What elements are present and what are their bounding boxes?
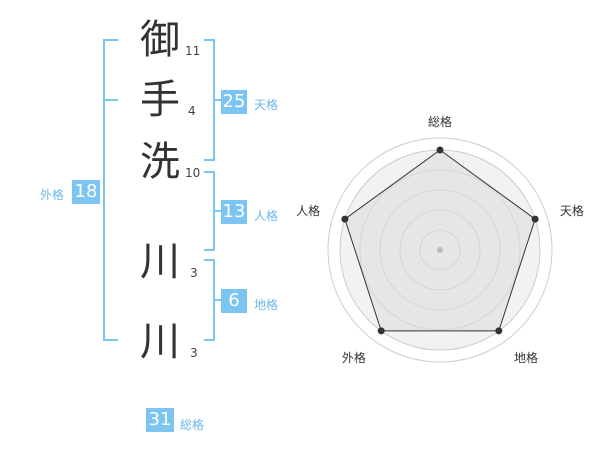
radar-axis-label: 天格: [560, 203, 584, 218]
stroke-count-3: 10: [185, 166, 201, 180]
radar-grid-ring: [327, 137, 553, 363]
radar-point: [341, 215, 349, 223]
stroke-count-5: 3: [190, 346, 198, 360]
name-char-2: 手: [140, 77, 180, 123]
chikaku-value: 6: [221, 289, 247, 313]
gaikaku-label: 外格: [40, 188, 65, 202]
tenkaku-label: 天格: [254, 98, 279, 112]
name-char-1: 御: [140, 17, 180, 63]
radar-center-dot: [437, 247, 443, 253]
tenkaku-value: 25: [221, 90, 247, 114]
name-char-4: 川: [140, 239, 180, 285]
gaikaku-value: 18: [72, 180, 100, 204]
stroke-count-2: 4: [188, 104, 196, 118]
radar-axis-label: 外格: [342, 350, 366, 365]
stroke-count-4: 3: [190, 266, 198, 280]
radar-series-polygon: [344, 149, 536, 332]
jinkaku-label: 人格: [254, 209, 279, 223]
radar-axis-label: 人格: [296, 203, 320, 218]
radar-point: [531, 215, 539, 223]
radar-point: [377, 327, 385, 335]
radar-axis-label: 総格: [428, 114, 452, 129]
name-char-3: 洗: [140, 139, 180, 185]
soukaku-label: 総格: [180, 418, 205, 432]
jinkaku-value: 13: [221, 200, 247, 224]
radar-point: [436, 146, 444, 154]
name-char-5: 川: [140, 319, 180, 365]
stroke-count-1: 11: [185, 44, 201, 58]
radar-axis-label: 地格: [514, 350, 538, 365]
chikaku-label: 地格: [254, 298, 279, 312]
soukaku-value: 31: [146, 408, 174, 432]
radar-point: [495, 327, 503, 335]
